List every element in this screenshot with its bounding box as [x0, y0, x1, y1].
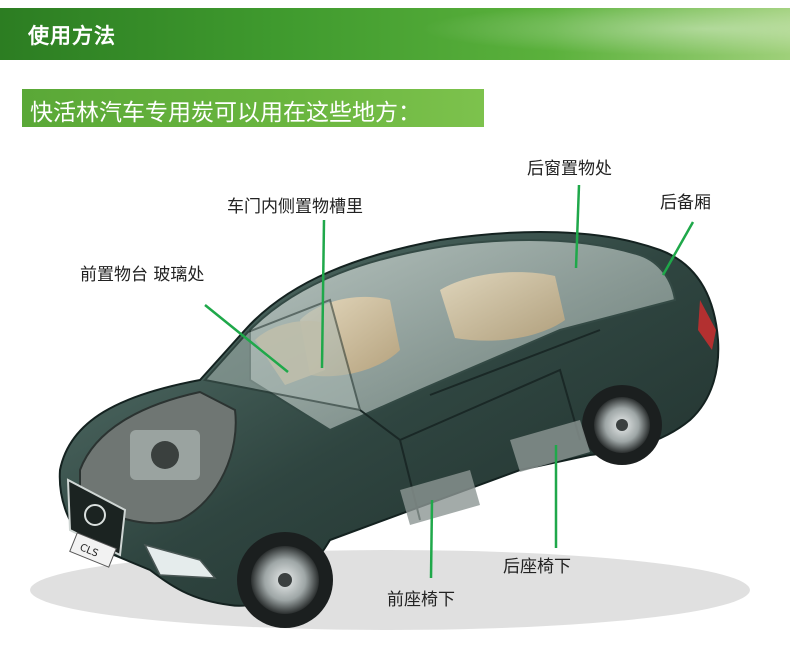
- license-plate: [69, 532, 117, 568]
- callout-front-seat-under: 前座椅下: [387, 590, 455, 610]
- callout-trunk: 后备厢: [660, 193, 711, 213]
- callout-rear-window: 后窗置物处: [527, 159, 612, 179]
- callout-line-rear-window: [574, 184, 581, 269]
- usage-subtitle-banner: 快活林汽车专用炭可以用在这些地方：: [22, 89, 484, 127]
- callout-door-slot: 车门内侧置物槽里: [227, 197, 363, 217]
- callout-line-trunk: [661, 221, 695, 276]
- rear-wheel: [582, 385, 662, 465]
- callout-line-front-seat: [429, 499, 434, 579]
- callout-line-door-slot: [320, 219, 326, 369]
- headlight: [143, 543, 217, 579]
- brand-emblem: [84, 504, 106, 526]
- callout-line-dashboard: [204, 304, 289, 373]
- tail-light: [698, 300, 716, 350]
- callout-rear-seat-under: 后座椅下: [503, 557, 571, 577]
- rear-seat-frame: [510, 420, 590, 472]
- engine-detail: [151, 441, 179, 469]
- section-header-banner: 使用方法: [0, 8, 790, 60]
- section-title: 使用方法: [28, 24, 116, 48]
- front-grille: [66, 478, 127, 557]
- banner-shine: [370, 8, 790, 60]
- front-seat-frame: [400, 470, 480, 525]
- windshield: [203, 298, 362, 412]
- usage-subtitle: 快活林汽车专用炭可以用在这些地方：: [30, 100, 421, 126]
- callout-dashboard: 前置物台 玻璃处: [80, 265, 205, 285]
- front-wheel: [237, 532, 333, 628]
- rear-seats: [440, 272, 565, 341]
